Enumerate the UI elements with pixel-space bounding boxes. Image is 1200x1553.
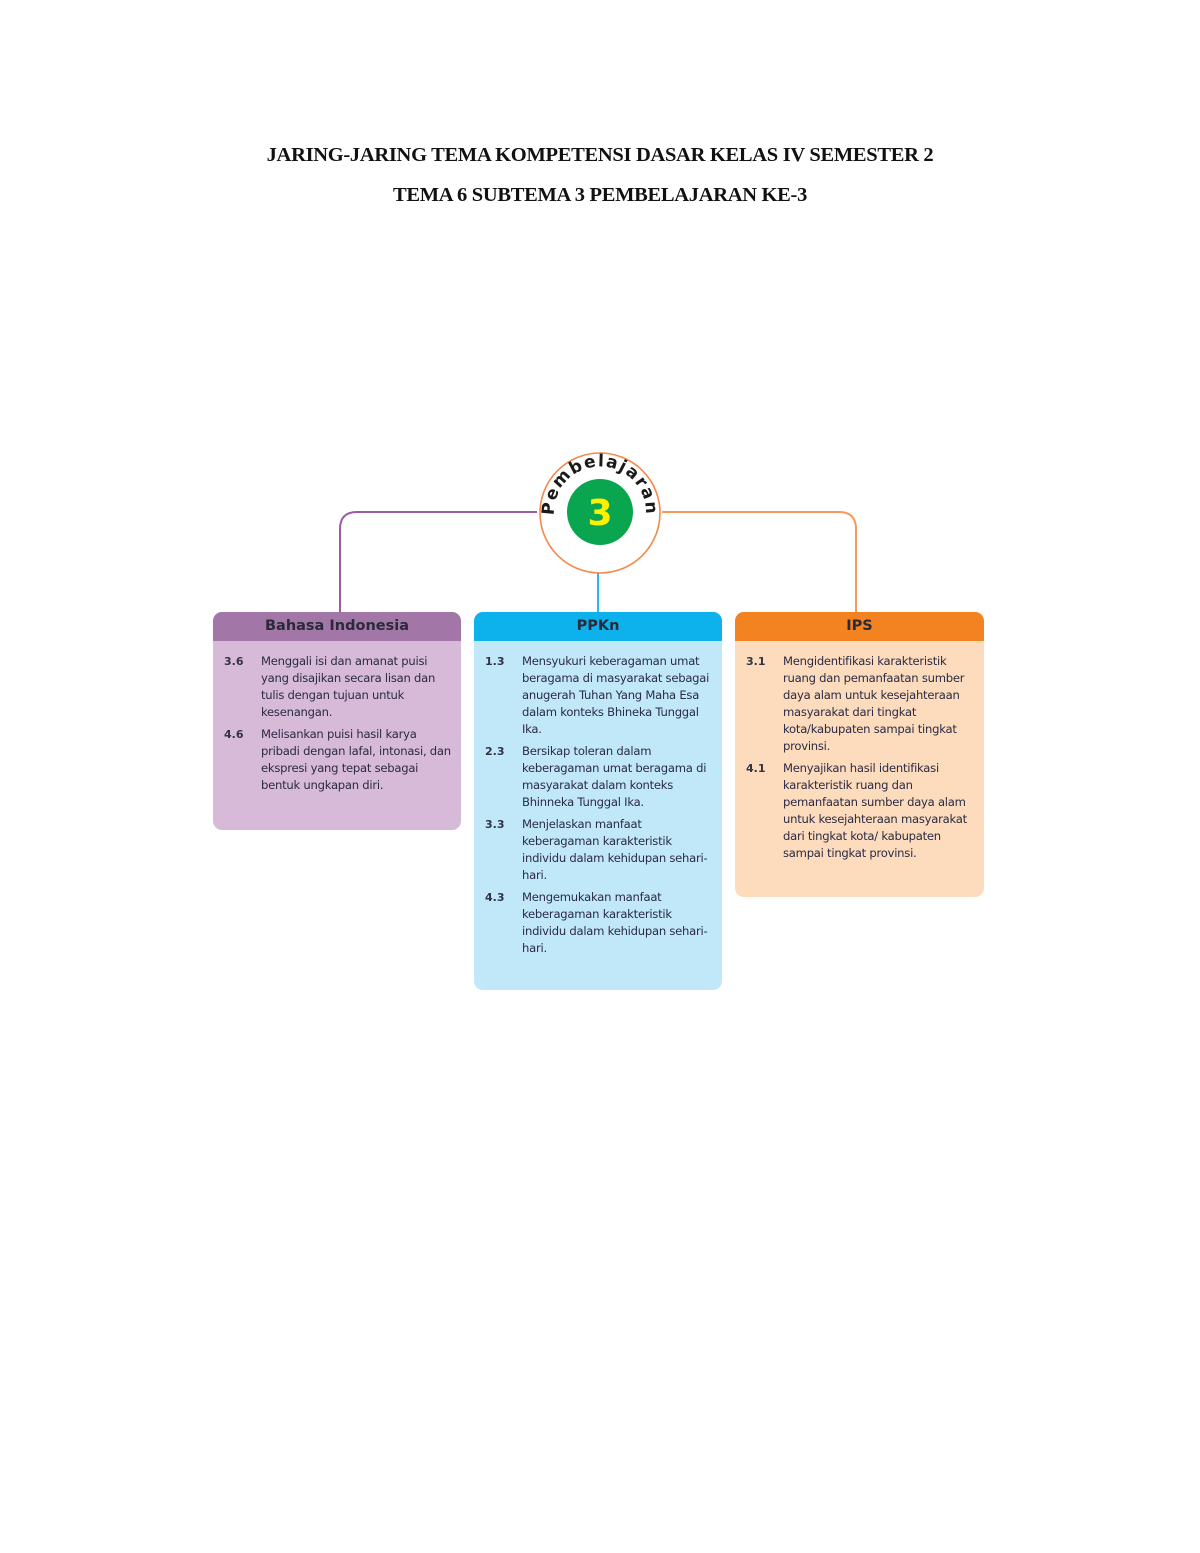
- pembelajaran-hub: Pembelajaran 3: [537, 450, 663, 576]
- competency-code: 4.1: [746, 762, 766, 775]
- competency-code: 4.3: [485, 891, 505, 904]
- card-ppkn: PPKn 1.3 Mensyukuri keberagaman umat ber…: [474, 612, 722, 990]
- competency-item: 4.6 Melisankan puisi hasil karya pribadi…: [223, 726, 451, 794]
- competency-item: 3.1 Mengidentifikasi karakteristik ruang…: [745, 653, 974, 755]
- hub-number: 3: [587, 493, 612, 534]
- card-header: Bahasa Indonesia: [213, 612, 461, 641]
- card-header: IPS: [735, 612, 984, 641]
- card-ips: IPS 3.1 Mengidentifikasi karakteristik r…: [735, 612, 984, 897]
- card-bahasa-indonesia: Bahasa Indonesia 3.6 Menggali isi dan am…: [213, 612, 461, 830]
- competency-text: Menyajikan hasil identifikasi karakteris…: [783, 761, 967, 860]
- competency-text: Menggali isi dan amanat puisi yang disaj…: [261, 654, 436, 719]
- card-header: PPKn: [474, 612, 722, 641]
- competency-code: 3.3: [485, 818, 505, 831]
- competency-code: 3.6: [224, 655, 244, 668]
- competency-item: 4.1 Menyajikan hasil identifikasi karakt…: [745, 760, 974, 862]
- competency-text: Melisankan puisi hasil karya pribadi den…: [261, 727, 451, 792]
- competency-text: Bersikap toleran dalam keberagaman umat …: [522, 744, 707, 809]
- competency-item: 3.6 Menggali isi dan amanat puisi yang d…: [223, 653, 451, 721]
- document-title: JARING-JARING TEMA KOMPETENSI DASAR KELA…: [266, 144, 934, 166]
- competency-text: Menjelaskan manfaat keberagaman karakter…: [522, 817, 708, 882]
- connector-right: [662, 511, 857, 612]
- competency-text: Mengidentifikasi karakteristik ruang dan…: [783, 654, 965, 753]
- hub-circle: [567, 479, 633, 545]
- competency-item: 3.3 Menjelaskan manfaat keberagaman kara…: [484, 816, 712, 884]
- competency-code: 3.1: [746, 655, 766, 668]
- competency-item: 1.3 Mensyukuri keberagaman umat beragama…: [484, 653, 712, 738]
- competency-item: 4.3 Mengemukakan manfaat keberagaman kar…: [484, 889, 712, 957]
- competency-text: Mensyukuri keberagaman umat beragama di …: [522, 654, 710, 736]
- document-subtitle: TEMA 6 SUBTEMA 3 PEMBELAJARAN KE-3: [392, 184, 808, 206]
- competency-code: 1.3: [485, 655, 505, 668]
- competency-text: Mengemukakan manfaat keberagaman karakte…: [522, 890, 708, 955]
- competency-code: 4.6: [224, 728, 244, 741]
- competency-code: 2.3: [485, 745, 505, 758]
- connector-left: [339, 511, 537, 612]
- competency-item: 2.3 Bersikap toleran dalam keberagaman u…: [484, 743, 712, 811]
